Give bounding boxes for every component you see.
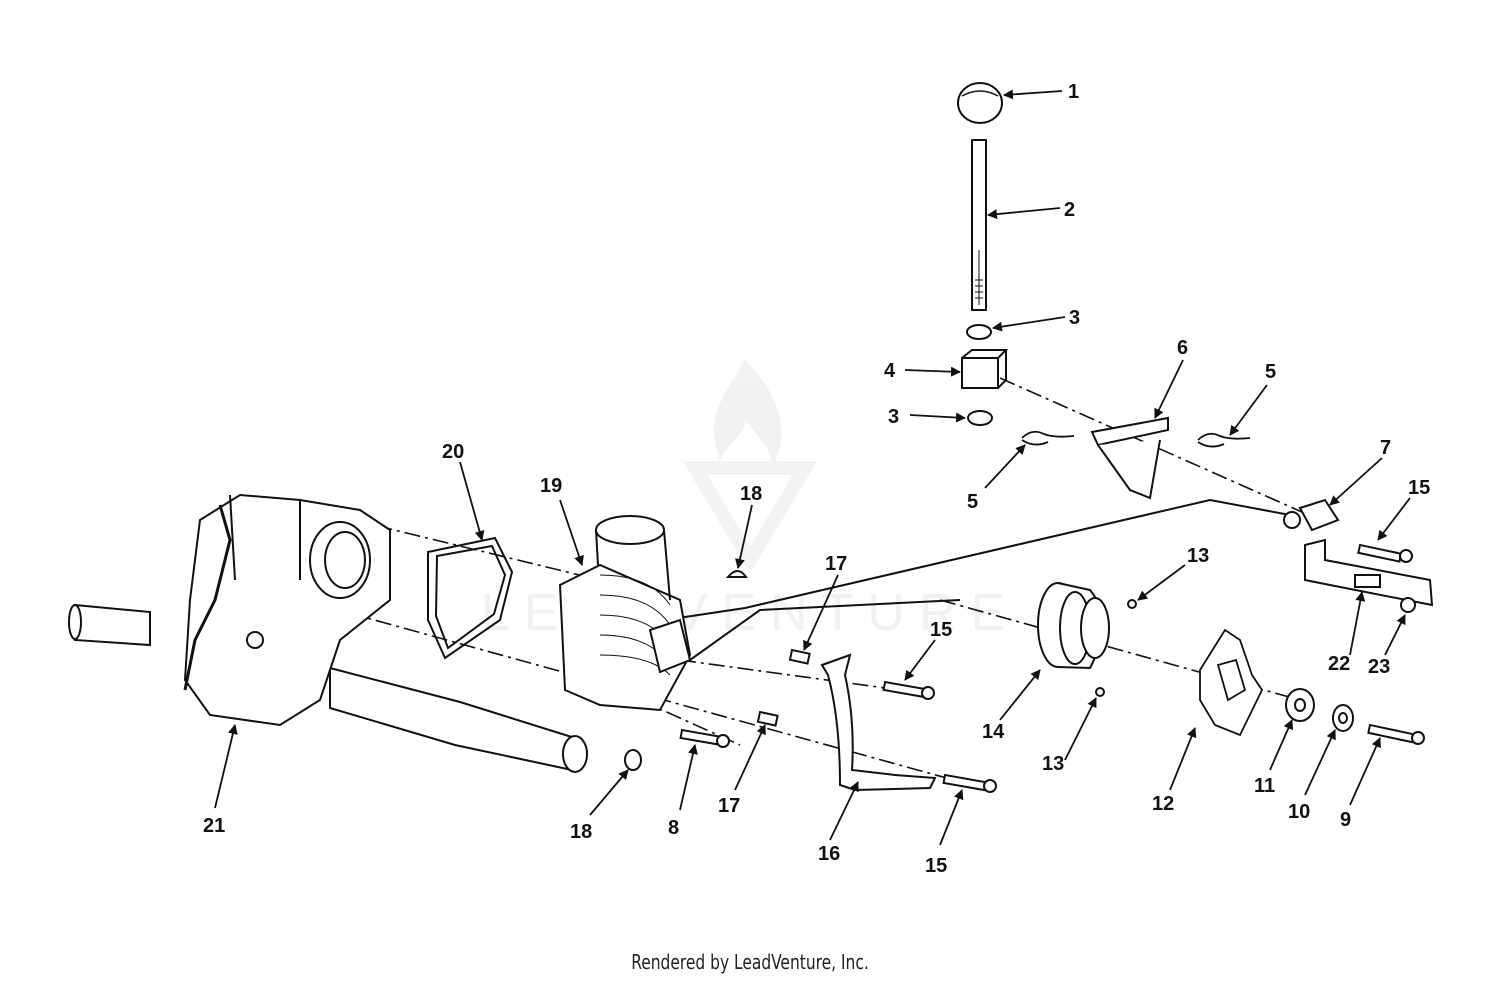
dowel-pin-upper (788, 648, 811, 665)
clevis (1283, 498, 1340, 532)
footer-credit: Rendered by LeadVenture, Inc. (631, 950, 869, 974)
callout-4: 4 (884, 360, 896, 382)
shift-knob (957, 82, 1003, 124)
cotter-pin-left (1021, 430, 1075, 446)
leader-lines (214, 89, 1411, 846)
transmission-cover (558, 515, 692, 712)
callout-5: 5 (1265, 361, 1276, 383)
shift-lever (971, 139, 987, 311)
mounting-plate (1304, 538, 1434, 607)
callout-21: 21 (203, 815, 225, 837)
callout-2: 2 (1064, 199, 1075, 221)
callout-3: 3 (1069, 307, 1080, 329)
callout-17: 17 (825, 553, 847, 575)
pivot-block (961, 349, 1009, 389)
washer-11 (1285, 688, 1315, 722)
callout-15: 15 (1408, 477, 1430, 499)
callout-6: 6 (1177, 337, 1188, 359)
callout-18: 18 (570, 821, 592, 843)
callout-12: 12 (1152, 793, 1174, 815)
callout-16: 16 (818, 843, 840, 865)
washer-10 (1332, 704, 1354, 732)
callout-1: 1 (1068, 81, 1079, 103)
set-screw-upper (1127, 599, 1137, 609)
washer-small (1400, 597, 1416, 613)
callout-15: 15 (930, 619, 952, 641)
callout-8: 8 (668, 817, 679, 839)
callout-20: 20 (442, 441, 464, 463)
bolt-center (882, 680, 935, 700)
cooling-fan (1199, 628, 1264, 737)
dowel-pin-lower (756, 710, 779, 727)
gasket (427, 536, 514, 660)
callout-19: 19 (540, 475, 562, 497)
plug-upper (725, 570, 748, 578)
nut-lower (967, 410, 993, 426)
callout-23: 23 (1368, 656, 1390, 678)
set-screw-lower (1095, 687, 1105, 697)
cotter-pin-right (1197, 432, 1251, 448)
transaxle-housing (68, 493, 588, 773)
callout-15: 15 (925, 855, 947, 877)
bolt-upper-right (1357, 543, 1413, 563)
callout-10: 10 (1288, 801, 1310, 823)
callout-11: 11 (1254, 775, 1275, 797)
callout-17: 17 (718, 795, 740, 817)
callout-18: 18 (740, 483, 762, 505)
callout-labels: 1 2 3 3 4 5 5 6 7 8 9 10 11 12 13 13 14 … (203, 81, 1430, 877)
shift-arm (820, 653, 937, 792)
callout-9: 9 (1340, 809, 1351, 831)
callout-3: 3 (888, 406, 899, 428)
control-rod-lines (664, 498, 1291, 661)
callout-13: 13 (1042, 753, 1064, 775)
bolt-part-8 (679, 728, 730, 748)
bolt-lower (942, 773, 997, 793)
callout-13: 13 (1187, 545, 1209, 567)
nut-upper (966, 324, 992, 340)
shift-bracket (1090, 416, 1169, 500)
drive-pulley (1037, 582, 1110, 670)
callout-14: 14 (982, 721, 1005, 743)
plug-lower (624, 749, 642, 771)
bolt-part-9 (1367, 723, 1425, 745)
callout-22: 22 (1328, 653, 1350, 675)
callout-7: 7 (1380, 437, 1391, 459)
callout-5: 5 (967, 491, 978, 513)
